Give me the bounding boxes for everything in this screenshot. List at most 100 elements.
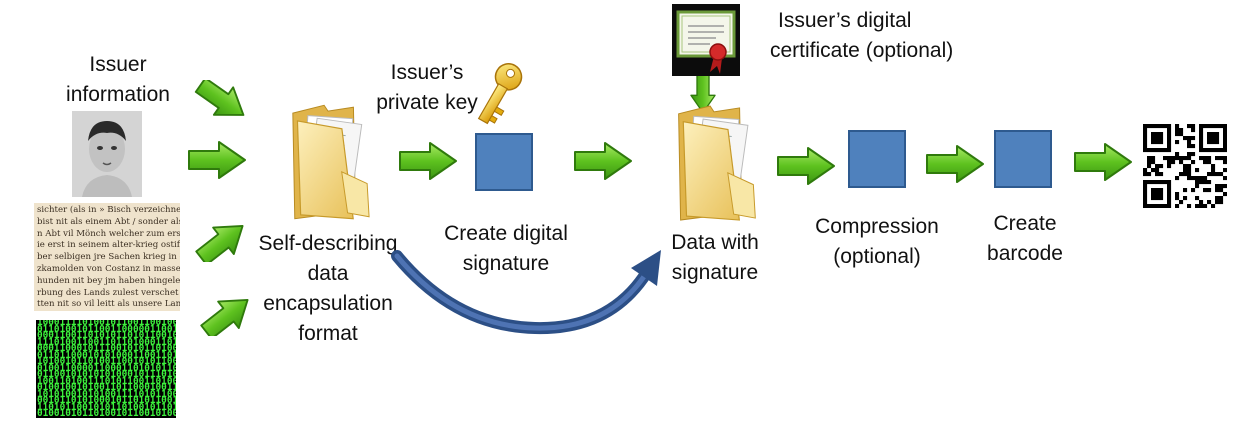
qr-module	[1179, 200, 1184, 205]
qr-module	[1167, 148, 1172, 153]
qr-module	[1155, 164, 1160, 169]
qr-module	[1195, 176, 1200, 181]
binary-text-line: 1010100101010011110101100	[37, 388, 176, 400]
binary-text-line: 1101011001010110100101101	[37, 401, 176, 413]
qr-module	[1143, 172, 1148, 177]
qr-module	[1223, 132, 1227, 137]
qr-module	[1211, 124, 1216, 129]
qr-module	[1151, 196, 1156, 201]
qr-module	[1207, 136, 1212, 141]
encapsulation-line4: format	[298, 322, 358, 345]
qr-module	[1167, 140, 1172, 145]
qr-module	[1163, 124, 1168, 129]
qr-module	[1215, 156, 1220, 161]
qr-module	[1195, 204, 1200, 208]
binary-text-line: 0010110101000101101011001	[37, 395, 176, 406]
qr-code-icon	[1143, 124, 1227, 208]
document-text-line: hunden nit bey jm haben hingelegt werden…	[37, 275, 180, 286]
qr-module	[1203, 124, 1208, 129]
qr-module	[1211, 132, 1216, 137]
binary-text-line: 1000111101001011001100100	[37, 320, 176, 328]
qr-module	[1199, 148, 1204, 153]
qr-module	[1155, 132, 1160, 137]
qr-module	[1147, 204, 1152, 208]
qr-module	[1143, 144, 1148, 149]
compression-label: Compression (optional)	[802, 212, 952, 272]
qr-module	[1207, 156, 1212, 161]
qr-module	[1223, 144, 1227, 149]
qr-module	[1155, 124, 1160, 129]
qr-module	[1167, 144, 1172, 149]
qr-module	[1183, 136, 1188, 141]
qr-module	[1171, 160, 1176, 165]
private-key-icon	[477, 63, 523, 125]
qr-module	[1167, 136, 1172, 141]
qr-module	[1211, 140, 1216, 145]
qr-module	[1211, 168, 1216, 173]
qr-module	[1187, 176, 1192, 181]
qr-module	[1199, 156, 1204, 161]
qr-module	[1151, 140, 1156, 145]
qr-module	[1215, 148, 1220, 153]
qr-module	[1167, 124, 1172, 129]
qr-module	[1159, 140, 1164, 145]
qr-module	[1223, 136, 1227, 141]
qr-module	[1187, 144, 1192, 149]
arrow-signature-to-data-icon	[574, 142, 632, 180]
qr-module	[1191, 144, 1196, 149]
create-signature-box	[475, 133, 533, 191]
create-barcode-label: Create barcode	[970, 209, 1080, 269]
private-key-label: Issuer’s private key	[372, 58, 482, 118]
compression-line1: Compression	[815, 215, 939, 238]
create-signature-line2: signature	[462, 252, 550, 275]
qr-module	[1219, 200, 1224, 205]
qr-module	[1199, 132, 1204, 137]
qr-module	[1223, 124, 1227, 129]
qr-module	[1219, 196, 1224, 201]
qr-module	[1175, 156, 1180, 161]
qr-module	[1163, 148, 1168, 153]
qr-module	[1187, 140, 1192, 145]
qr-module	[1151, 168, 1156, 173]
qr-module	[1183, 196, 1188, 201]
create-barcode-line2: barcode	[987, 242, 1063, 265]
qr-module	[1159, 132, 1164, 137]
document-text-line: ber selbigen jre Sachen krieg in die ben…	[37, 252, 180, 263]
qr-module	[1207, 200, 1212, 205]
qr-module	[1179, 172, 1184, 177]
qr-module	[1167, 128, 1172, 133]
qr-module	[1179, 160, 1184, 165]
qr-module	[1211, 164, 1216, 169]
qr-module	[1155, 204, 1160, 208]
qr-module	[1167, 164, 1172, 169]
issuer-photo	[72, 111, 142, 197]
qr-module	[1207, 160, 1212, 165]
qr-module	[1147, 156, 1152, 161]
qr-module	[1151, 192, 1156, 197]
qr-module	[1195, 196, 1200, 201]
qr-module	[1143, 140, 1148, 145]
qr-module	[1191, 188, 1196, 193]
qr-module	[1211, 172, 1216, 177]
qr-module	[1199, 144, 1204, 149]
qr-module	[1159, 172, 1164, 177]
compression-box	[848, 130, 906, 188]
qr-module	[1219, 172, 1224, 177]
qr-module	[1207, 188, 1212, 193]
qr-module	[1147, 164, 1152, 169]
qr-module	[1159, 148, 1164, 153]
certificate-line2: certificate (optional)	[770, 39, 954, 62]
qr-module	[1151, 124, 1156, 129]
qr-module	[1203, 180, 1208, 185]
qr-module	[1147, 172, 1152, 177]
qr-module	[1151, 160, 1156, 165]
qr-module	[1223, 140, 1227, 145]
qr-module	[1215, 196, 1220, 201]
qr-module	[1151, 180, 1156, 185]
qr-module	[1191, 152, 1196, 157]
qr-module	[1143, 184, 1148, 189]
qr-module	[1187, 168, 1192, 173]
qr-module	[1191, 176, 1196, 181]
qr-module	[1223, 160, 1227, 165]
qr-module	[1215, 200, 1220, 205]
